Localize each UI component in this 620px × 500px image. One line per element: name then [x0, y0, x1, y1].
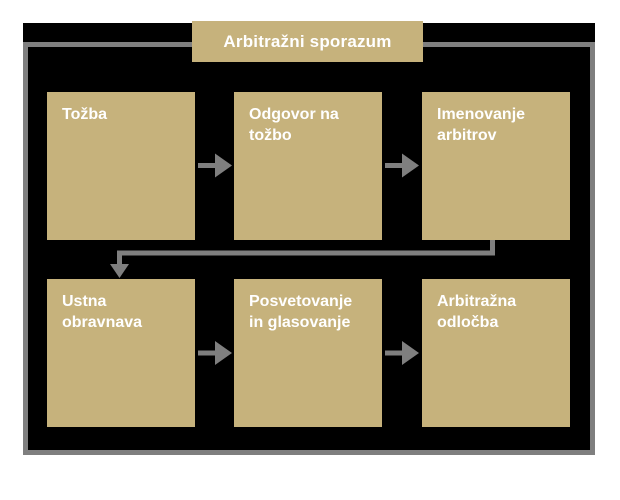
diagram-title: Arbitražni sporazum	[192, 21, 423, 62]
flow-node-odgovor-na-tozbo: Odgovor na tožbo	[234, 92, 382, 240]
flow-node-tozba: Tožba	[47, 92, 195, 240]
flow-node-arbitrazna-odlocba: Arbitražna odločba	[422, 279, 570, 427]
flow-node-ustna-obravnava: Ustna obravnava	[47, 279, 195, 427]
flow-node-posvetovanje-in-glasovanje: Posvetovanje in glasovanje	[234, 279, 382, 427]
flow-node-imenovanje-arbitrov: Imenovanje arbitrov	[422, 92, 570, 240]
